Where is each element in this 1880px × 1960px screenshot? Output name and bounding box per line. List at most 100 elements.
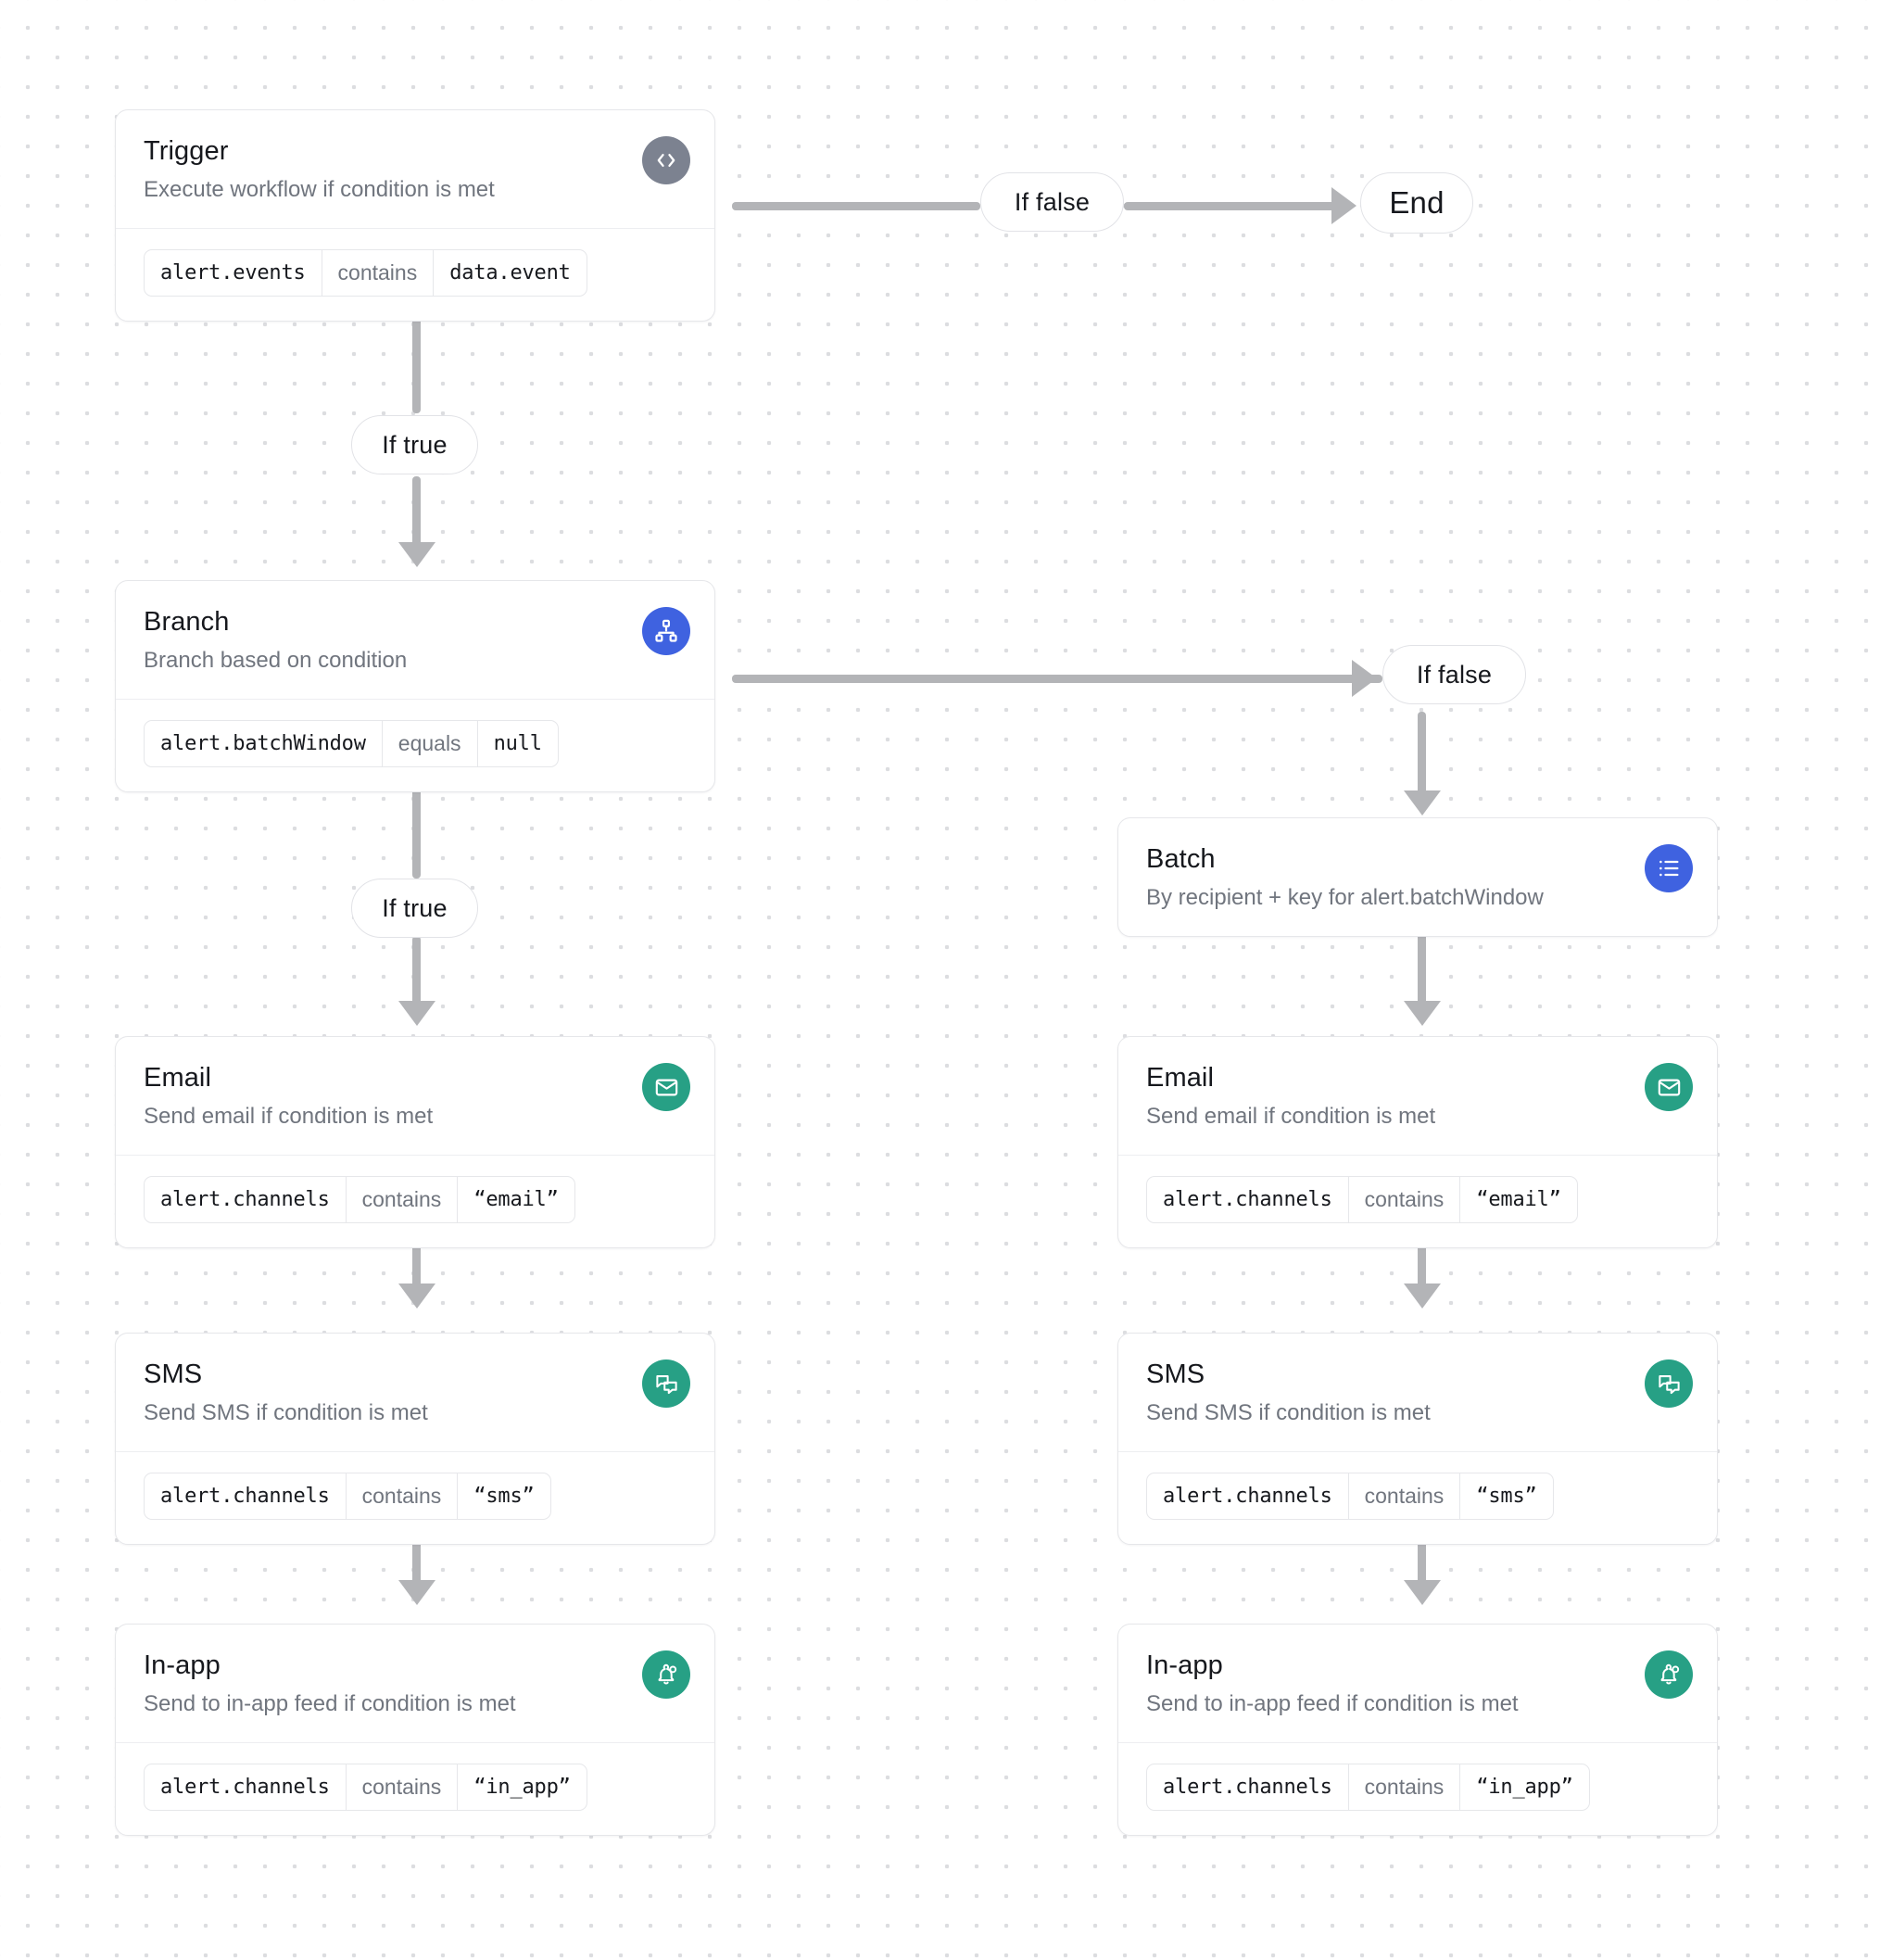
- condition-value: “in_app”: [1476, 1775, 1573, 1799]
- bell-dot-icon: [1645, 1650, 1693, 1699]
- node-trigger-subtitle: Execute workflow if condition is met: [144, 177, 495, 203]
- node-sms-left-header: SMS Send SMS if condition is met: [116, 1334, 714, 1451]
- edge-email-to-sms-right: [1418, 1228, 1426, 1295]
- node-inapp-right-subtitle: Send to in-app feed if condition is met: [1146, 1691, 1519, 1717]
- node-sms-right-subtitle: Send SMS if condition is met: [1146, 1400, 1431, 1426]
- arrowhead-email-sms-right: [1404, 1283, 1441, 1309]
- arrowhead-to-end: [1331, 187, 1356, 224]
- condition-field: alert.batchWindow: [160, 731, 366, 755]
- condition-chip[interactable]: alert.events contains data.event: [144, 249, 587, 297]
- node-trigger[interactable]: Trigger Execute workflow if condition is…: [115, 109, 715, 322]
- envelope-icon: [1645, 1063, 1693, 1111]
- node-inapp-left-title: In-app: [144, 1650, 221, 1680]
- node-batch[interactable]: Batch By recipient + key for alert.batch…: [1117, 817, 1718, 938]
- condition-value: null: [493, 731, 542, 755]
- pill-end-label: End: [1389, 185, 1445, 220]
- condition-operator: contains: [345, 1177, 459, 1223]
- node-inapp-right-condition-row: alert.channels contains “in_app”: [1118, 1742, 1717, 1835]
- condition-chip[interactable]: alert.channels contains “in_app”: [144, 1764, 587, 1812]
- pill-branch-if-true[interactable]: If true: [351, 879, 478, 938]
- bell-dot-icon: [642, 1650, 690, 1699]
- condition-chip[interactable]: alert.channels contains “sms”: [144, 1473, 551, 1521]
- edge-iffalse-to-batch: [1418, 712, 1426, 803]
- sitemap-icon: [642, 607, 690, 655]
- node-inapp-right-title: In-app: [1146, 1650, 1223, 1680]
- condition-field: alert.channels: [160, 1775, 330, 1799]
- pill-trigger-if-true-label: If true: [382, 430, 448, 459]
- pill-branch-if-false[interactable]: If false: [1382, 645, 1526, 704]
- arrowhead-sms-inapp-right: [1404, 1580, 1441, 1605]
- condition-operator: contains: [1347, 1177, 1461, 1223]
- pill-branch-if-true-label: If true: [382, 893, 448, 922]
- node-sms-left-subtitle: Send SMS if condition is met: [144, 1400, 428, 1426]
- condition-value: “sms”: [1476, 1484, 1537, 1508]
- node-branch-subtitle: Branch based on condition: [144, 648, 408, 674]
- condition-chip[interactable]: alert.channels contains “sms”: [1146, 1473, 1554, 1521]
- condition-field: alert.channels: [160, 1187, 330, 1211]
- code-icon: [642, 136, 690, 184]
- edge-trigger-to-iffalse: [732, 202, 980, 210]
- node-email-left-header: Email Send email if condition is met: [116, 1037, 714, 1155]
- node-email-left-title: Email: [144, 1063, 212, 1093]
- pill-trigger-if-false-label: If false: [1014, 187, 1091, 216]
- node-inapp-right[interactable]: In-app Send to in-app feed if condition …: [1117, 1624, 1718, 1837]
- chat-bubbles-icon: [1645, 1359, 1693, 1408]
- pill-end[interactable]: End: [1360, 172, 1473, 234]
- node-email-left-subtitle: Send email if condition is met: [144, 1104, 434, 1130]
- node-email-right[interactable]: Email Send email if condition is met ale…: [1117, 1036, 1718, 1249]
- arrowhead-to-batch: [1404, 790, 1441, 816]
- node-branch[interactable]: Branch Branch based on condition alert.b…: [115, 580, 715, 793]
- condition-field: alert.events: [160, 260, 306, 285]
- list-icon: [1645, 844, 1693, 892]
- node-sms-right-title: SMS: [1146, 1359, 1205, 1389]
- condition-chip[interactable]: alert.channels contains “in_app”: [1146, 1764, 1590, 1812]
- envelope-icon: [642, 1063, 690, 1111]
- node-inapp-left[interactable]: In-app Send to in-app feed if condition …: [115, 1624, 715, 1837]
- arrowhead-branch-iffalse: [1352, 660, 1377, 697]
- edge-iftrue-to-branch: [412, 476, 421, 554]
- node-email-right-header: Email Send email if condition is met: [1118, 1037, 1717, 1155]
- node-sms-left-condition-row: alert.channels contains “sms”: [116, 1451, 714, 1544]
- edge-sms-to-inapp-right: [1418, 1524, 1426, 1591]
- arrowhead-to-branch: [398, 542, 435, 567]
- pill-branch-if-false-label: If false: [1416, 660, 1493, 689]
- condition-operator: contains: [345, 1764, 459, 1811]
- condition-chip[interactable]: alert.channels contains “email”: [144, 1176, 575, 1224]
- node-branch-header: Branch Branch based on condition: [116, 581, 714, 699]
- arrowhead-sms-inapp-left: [398, 1580, 435, 1605]
- condition-operator: contains: [345, 1473, 459, 1520]
- condition-field: alert.channels: [1163, 1187, 1332, 1211]
- condition-value: “in_app”: [473, 1775, 571, 1799]
- node-branch-condition-row: alert.batchWindow equals null: [116, 699, 714, 791]
- node-sms-left-title: SMS: [144, 1359, 203, 1389]
- node-email-right-title: Email: [1146, 1063, 1215, 1093]
- node-email-left[interactable]: Email Send email if condition is met ale…: [115, 1036, 715, 1249]
- pill-trigger-if-true[interactable]: If true: [351, 415, 478, 474]
- node-inapp-left-condition-row: alert.channels contains “in_app”: [116, 1742, 714, 1835]
- arrowhead-batch-email-right: [1404, 1001, 1441, 1026]
- condition-field: alert.channels: [160, 1484, 330, 1508]
- node-inapp-right-header: In-app Send to in-app feed if condition …: [1118, 1625, 1717, 1742]
- condition-value: “sms”: [473, 1484, 535, 1508]
- node-email-left-condition-row: alert.channels contains “email”: [116, 1155, 714, 1247]
- pill-trigger-if-false[interactable]: If false: [980, 172, 1124, 232]
- condition-value: “email”: [1476, 1187, 1561, 1211]
- condition-chip[interactable]: alert.channels contains “email”: [1146, 1176, 1578, 1224]
- condition-value: data.event: [449, 260, 571, 285]
- node-trigger-condition-row: alert.events contains data.event: [116, 228, 714, 321]
- condition-field: alert.channels: [1163, 1775, 1332, 1799]
- node-sms-left[interactable]: SMS Send SMS if condition is met alert.c…: [115, 1333, 715, 1546]
- node-batch-title: Batch: [1146, 844, 1216, 874]
- edge-batch-to-email-right: [1418, 929, 1426, 1008]
- condition-operator: contains: [321, 250, 435, 297]
- chat-bubbles-icon: [642, 1359, 690, 1408]
- node-sms-right[interactable]: SMS Send SMS if condition is met alert.c…: [1117, 1333, 1718, 1546]
- condition-chip[interactable]: alert.batchWindow equals null: [144, 720, 559, 768]
- edge-email-to-sms-left: [412, 1228, 421, 1295]
- edge-sms-to-inapp-left: [412, 1524, 421, 1591]
- condition-value: “email”: [473, 1187, 559, 1211]
- node-batch-subtitle: By recipient + key for alert.batchWindow: [1146, 885, 1544, 911]
- arrowhead-email-sms-left: [398, 1283, 435, 1309]
- node-batch-header: Batch By recipient + key for alert.batch…: [1118, 818, 1717, 936]
